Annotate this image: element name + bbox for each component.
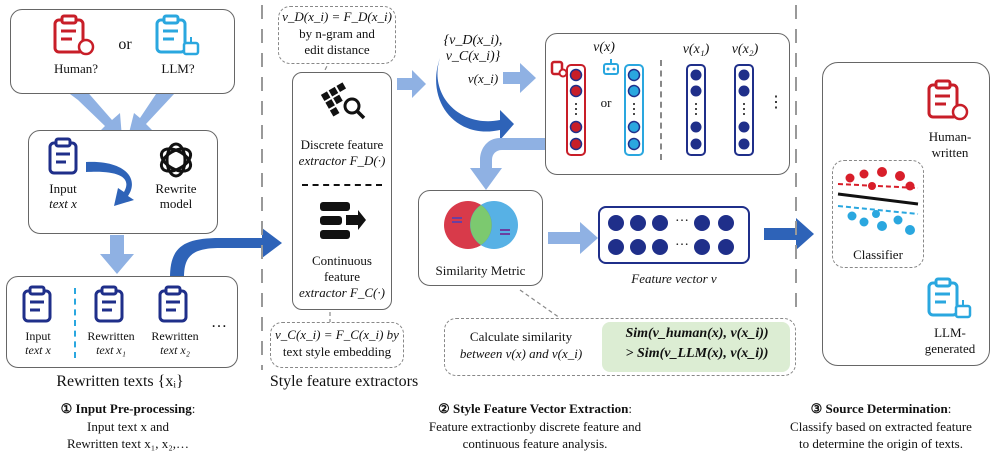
rewrite-model-label-1: Rewrite bbox=[155, 181, 197, 196]
continuous-label-3: extractor F_C(·) bbox=[299, 285, 385, 300]
rewritten-item-2-line2: text x₂ bbox=[160, 343, 190, 357]
continuous-note-line2: text style embedding bbox=[282, 344, 392, 359]
llm-generated-label-1: LLM- bbox=[934, 325, 966, 340]
vector-robot-icon bbox=[603, 59, 619, 75]
discrete-note-line3: edit distance bbox=[304, 42, 370, 57]
arrow-feature-to-classifier bbox=[764, 218, 814, 250]
vx1-label: v(x₁) bbox=[682, 42, 710, 57]
human-written-label-2: written bbox=[931, 145, 969, 160]
openai-logo-icon bbox=[159, 142, 193, 178]
human-written-icon bbox=[927, 79, 969, 121]
or-label: or bbox=[118, 36, 132, 53]
continuous-label-2: feature bbox=[323, 269, 361, 284]
extractor-box bbox=[292, 72, 392, 310]
rewrite-input-label: Input bbox=[49, 181, 77, 196]
rewritten-doc-icon-2 bbox=[158, 285, 188, 323]
continuous-note-box bbox=[270, 322, 404, 368]
step-2-title: ② Style Feature Vector Extraction: bbox=[438, 401, 632, 416]
human-vector-dots bbox=[569, 68, 583, 151]
arrow-sim-to-feature bbox=[548, 222, 598, 254]
rewritten-doc-icon-1 bbox=[94, 285, 124, 323]
input-doc-icon bbox=[48, 137, 78, 175]
step-1-title: ① Input Pre-processing: bbox=[60, 401, 196, 416]
rewritten-item-1-line2: text x₁ bbox=[96, 343, 126, 357]
pointer-sim-note bbox=[519, 289, 561, 319]
similarity-label: Similarity Metric bbox=[435, 263, 526, 278]
step-1-line2: Rewritten text x₁, x₂,… bbox=[66, 436, 190, 451]
llm-generated-icon bbox=[927, 277, 972, 319]
vector-pair-label: {v_D(x_i), v_C(x_i)} bbox=[443, 33, 503, 65]
rewritten-item-1-line1: Rewritten bbox=[87, 329, 135, 343]
step-3-line2: to determine the origin of texts. bbox=[799, 436, 963, 451]
vx2-label: v(x₂) bbox=[731, 42, 759, 57]
vector-or-label: or bbox=[600, 95, 612, 110]
continuous-note-line1: v_C(x_i) = F_C(x_i) by bbox=[275, 327, 399, 342]
rewritten-caption: Rewritten texts {xᵢ} bbox=[56, 373, 184, 390]
step-2-line1: Feature extractionby discrete feature an… bbox=[428, 419, 642, 434]
feature-ellipsis-2: … bbox=[675, 234, 689, 249]
discrete-label-1: Discrete feature bbox=[300, 137, 384, 152]
vector-arrow-label: v(x_i) bbox=[467, 71, 499, 86]
arrow-human-down bbox=[70, 88, 122, 138]
similarity-equation-line1: Sim(v_human(x), v(x_i)) bbox=[625, 326, 769, 341]
rewrite-text-x-label: text x bbox=[49, 196, 77, 211]
rewrite-model-label-2: model bbox=[159, 196, 193, 211]
vectors-divider bbox=[660, 60, 662, 160]
human-label: Human? bbox=[53, 61, 99, 76]
llm-vector-dots bbox=[627, 68, 641, 151]
llm-vector-column bbox=[624, 64, 644, 156]
discrete-grid-search-icon bbox=[320, 82, 366, 120]
vx1-vector-dots bbox=[690, 69, 702, 150]
rewritten-doc-icon-0 bbox=[22, 285, 52, 323]
rewritten-item-2-line1: Rewritten bbox=[151, 329, 199, 343]
vx-label: v(x) bbox=[593, 40, 615, 55]
classifier-scatter-icon bbox=[837, 167, 919, 235]
vectors-more-dots: ⋮ bbox=[768, 94, 784, 111]
discrete-note-box bbox=[278, 6, 396, 64]
step-3-line1: Classify based on extracted feature bbox=[790, 419, 972, 434]
step-1-line1: Input text x and bbox=[87, 419, 169, 434]
llm-doc-icon bbox=[155, 14, 200, 56]
feature-vector-box bbox=[598, 206, 750, 264]
discrete-note-line2: by n-gram and bbox=[299, 26, 375, 41]
similarity-equation-box bbox=[602, 322, 790, 372]
continuous-layers-icon bbox=[320, 202, 366, 239]
vx2-vector-column bbox=[734, 64, 754, 156]
human-doc-icon bbox=[53, 14, 95, 56]
similarity-note-line1: Calculate similarity bbox=[469, 329, 573, 344]
discrete-label-2: extractor F_D(·) bbox=[298, 153, 386, 168]
rewritten-ellipsis: … bbox=[211, 314, 227, 331]
arrow-to-similarity bbox=[470, 138, 560, 190]
venn-diagram-icon bbox=[444, 201, 518, 249]
human-written-label-1: Human- bbox=[928, 129, 972, 144]
llm-generated-label-2: generated bbox=[924, 341, 976, 356]
arrow-swoosh bbox=[436, 58, 514, 140]
continuous-label-1: Continuous bbox=[312, 253, 372, 268]
arrow-to-vectors bbox=[503, 63, 536, 93]
vx2-vector-dots bbox=[738, 69, 750, 150]
extractor-divider bbox=[302, 184, 382, 186]
classifier-label: Classifier bbox=[853, 247, 903, 262]
step-3-title: ③ Source Determination: bbox=[810, 401, 952, 416]
rewritten-item-0-line1: Input bbox=[25, 329, 51, 343]
arrow-llm-down bbox=[128, 88, 174, 137]
discrete-note-line1: v_D(x_i) = F_D(x_i) bbox=[282, 9, 392, 24]
extractors-caption: Style feature extractors bbox=[269, 373, 419, 390]
llm-label: LLM? bbox=[161, 61, 195, 76]
arrow-extractor-right bbox=[397, 70, 426, 98]
feature-ellipsis-1: … bbox=[675, 210, 689, 225]
similarity-equation-line2: > Sim(v_LLM(x), v(x_i)) bbox=[625, 346, 769, 361]
vx1-vector-column bbox=[686, 64, 706, 156]
rewritten-item-0-line2: text x bbox=[25, 343, 51, 357]
similarity-note-line2: between v(x) and v(x_i) bbox=[459, 346, 583, 361]
feature-vector-label: Feature vector v bbox=[631, 271, 717, 286]
arrow-rewrite-down bbox=[100, 235, 134, 274]
human-vector-column bbox=[566, 64, 586, 156]
step-2-line2: continuous feature analysis. bbox=[462, 436, 608, 451]
rewrite-curve-arrow bbox=[86, 161, 134, 206]
rewritten-divider bbox=[74, 288, 76, 358]
arrow-to-extractors bbox=[170, 228, 282, 278]
feature-vector-dots bbox=[608, 215, 734, 255]
